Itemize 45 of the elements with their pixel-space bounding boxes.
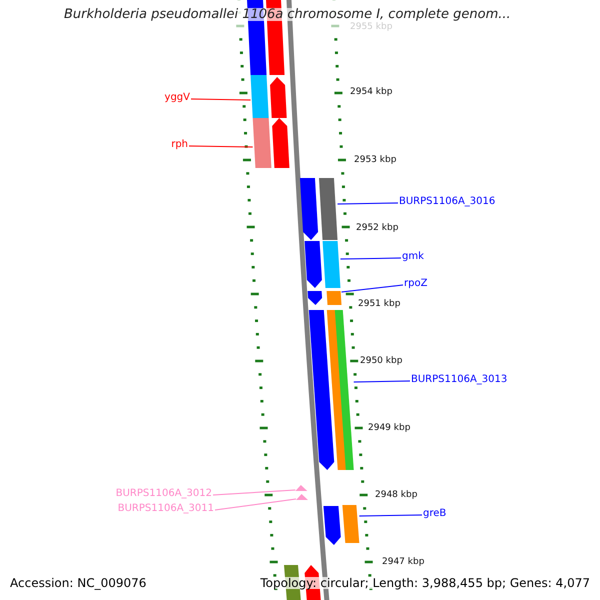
gene-label: gmk bbox=[402, 252, 424, 262]
gene-label: rpoZ bbox=[404, 279, 428, 289]
gene-segment bbox=[270, 77, 287, 118]
leader-line bbox=[341, 284, 404, 292]
gene-segment bbox=[272, 118, 290, 168]
scale-label: 2954 kbp bbox=[350, 88, 392, 97]
gene-segment bbox=[295, 485, 308, 491]
leader-line bbox=[340, 258, 402, 260]
scale-label: 2953 kbp bbox=[354, 156, 396, 165]
gene-label: yggV bbox=[164, 93, 190, 103]
leader-line bbox=[337, 202, 398, 204]
gene-segment bbox=[250, 75, 269, 118]
leader-line bbox=[353, 380, 410, 382]
gene-segment bbox=[342, 505, 360, 543]
gene-segment bbox=[300, 178, 318, 240]
gene-segment bbox=[326, 291, 342, 305]
leader-line bbox=[212, 490, 296, 496]
scale-label: 2950 kbp bbox=[360, 357, 402, 366]
gene-segment bbox=[304, 241, 322, 288]
scale-label: 2947 kbp bbox=[382, 558, 424, 567]
gene-segment bbox=[308, 310, 334, 470]
gene-segment bbox=[308, 291, 322, 305]
scale-label: 2952 kbp bbox=[356, 224, 398, 233]
gene-label: BURPS1106A_3011 bbox=[118, 504, 214, 514]
gene-label: BURPS1106A_3012 bbox=[116, 489, 212, 499]
gene-label: BURPS1106A_3013 bbox=[411, 375, 508, 385]
gene-segment bbox=[322, 241, 340, 288]
gene-segment bbox=[318, 178, 338, 240]
leader-line bbox=[358, 514, 422, 516]
gene-label: rph bbox=[171, 140, 188, 150]
leader-line bbox=[214, 498, 296, 510]
map-title: Burkholderia pseudomallei 1106a chromosome I, complete genom... bbox=[64, 8, 511, 21]
scale-label: 2948 kbp bbox=[375, 491, 418, 500]
leader-line bbox=[190, 98, 252, 100]
gene-segment bbox=[323, 506, 341, 545]
leader-line bbox=[188, 146, 254, 148]
scale-label: 2951 kbp bbox=[358, 300, 400, 309]
gene-segment bbox=[334, 310, 354, 470]
gene-segment bbox=[296, 494, 308, 500]
gene-label: greB bbox=[423, 509, 446, 519]
gene-segment bbox=[252, 118, 272, 168]
gene-label: BURPS1106A_3016 bbox=[399, 197, 496, 207]
scale-label: 2949 kbp bbox=[368, 424, 410, 433]
footer-text: Topology: circular; Length: 3,988,455 bp; Genes: 4,077 bbox=[260, 577, 590, 589]
footer-text: Accession: NC_009076 bbox=[10, 577, 146, 589]
